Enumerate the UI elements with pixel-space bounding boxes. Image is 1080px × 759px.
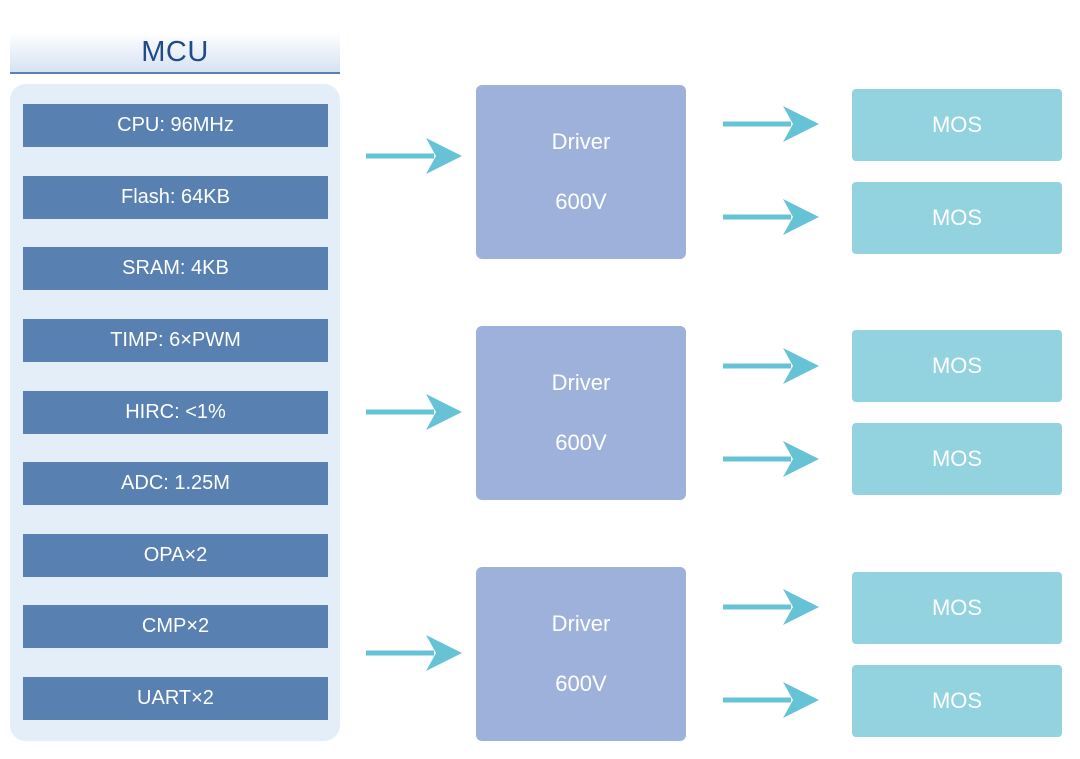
spec-cmp: CMP×2 — [23, 605, 328, 648]
arrow-driver-2-to-mos-2 — [723, 441, 819, 477]
driver-voltage: 600V — [555, 671, 607, 696]
mcu-panel: CPU: 96MHz Flash: 64KB SRAM: 4KB TIMP: 6… — [10, 84, 340, 741]
spec-timp: TIMP: 6×PWM — [23, 319, 328, 362]
mos-block-2-1: MOS — [852, 330, 1062, 402]
mos-block-3-2: MOS — [852, 665, 1062, 737]
arrow-mcu-to-driver-3 — [366, 635, 462, 671]
arrow-mcu-to-driver-1 — [366, 138, 462, 174]
driver-block-2: Driver 600V — [476, 326, 686, 500]
mos-block-1-2: MOS — [852, 182, 1062, 254]
spec-adc: ADC: 1.25M — [23, 462, 328, 505]
driver-block-1: Driver 600V — [476, 85, 686, 259]
spec-hirc: HIRC: <1% — [23, 391, 328, 434]
arrow-driver-3-to-mos-2 — [723, 682, 819, 718]
driver-label: Driver — [551, 370, 611, 395]
arrow-driver-1-to-mos-1 — [723, 106, 819, 142]
arrow-mcu-to-driver-2 — [366, 394, 462, 430]
mos-block-2-2: MOS — [852, 423, 1062, 495]
driver-voltage: 600V — [555, 430, 607, 455]
driver-block-3: Driver 600V — [476, 567, 686, 741]
driver-label: Driver — [551, 129, 611, 154]
driver-label: Driver — [551, 611, 611, 636]
arrow-driver-2-to-mos-1 — [723, 348, 819, 384]
mos-block-1-1: MOS — [852, 89, 1062, 161]
spec-cpu: CPU: 96MHz — [23, 104, 328, 147]
driver-voltage: 600V — [555, 189, 607, 214]
spec-uart: UART×2 — [23, 677, 328, 720]
arrow-driver-3-to-mos-1 — [723, 589, 819, 625]
mos-block-3-1: MOS — [852, 572, 1062, 644]
mcu-header: MCU — [10, 32, 340, 74]
spec-sram: SRAM: 4KB — [23, 247, 328, 290]
spec-flash: Flash: 64KB — [23, 176, 328, 219]
mcu-title: MCU — [141, 35, 209, 68]
spec-opa: OPA×2 — [23, 534, 328, 577]
arrow-driver-1-to-mos-2 — [723, 199, 819, 235]
